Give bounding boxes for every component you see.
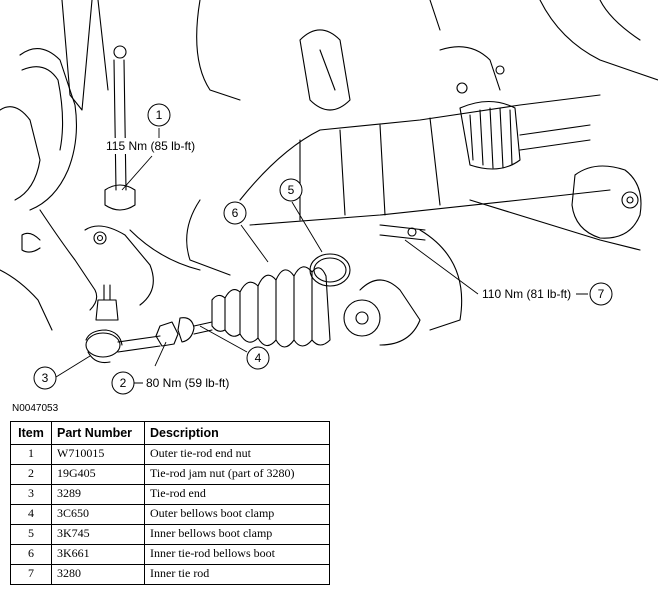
header-description: Description [144,421,330,445]
cell-description: Inner tie-rod bellows boot [144,544,330,565]
callout-3-leader [55,355,91,378]
cell-item: 7 [10,564,52,585]
callout-6-leader [240,224,269,263]
cell-description: Tie-rod jam nut (part of 3280) [144,464,330,485]
callout-3-number: 3 [42,371,49,385]
cell-part-number: 3C650 [51,504,145,525]
header-item: Item [10,421,52,445]
callout-7-number: 7 [598,287,605,301]
tie-rod-end [85,284,161,364]
callout-7-circle [589,282,613,306]
cell-part-number: 3289 [51,484,145,505]
callout-3-circle [33,366,57,390]
table-row: 4 3C650 Outer bellows boot clamp [10,504,330,525]
cell-description: Inner bellows boot clamp [144,524,330,545]
cell-part-number: 3K745 [51,524,145,545]
callout-7-leader [404,239,588,295]
parts-table: Item Part Number Description 1 W710015 O… [10,421,330,585]
bellows-boot [211,266,331,348]
callout-1-number: 1 [156,108,163,122]
table-row: 7 3280 Inner tie rod [10,564,330,585]
inner-boot-clamp [309,253,351,287]
cell-description: Tie-rod end [144,484,330,505]
callout-5-circle [279,178,303,202]
callout-5-leader [291,201,323,253]
callout-4-number: 4 [255,351,262,365]
callout-7-torque: 110 Nm (81 lb-ft) [482,287,571,301]
callout-2-number: 2 [120,376,127,390]
cell-part-number: W710015 [51,444,145,465]
jam-nut-and-clamp [155,317,213,347]
callout-4-circle [246,346,270,370]
steering-linkage-illustration: 1 2 3 4 5 6 7 115 Nm (85 lb-ft) 80 Nm (5… [0,0,658,395]
callout-2-torque: 80 Nm (59 lb-ft) [146,376,229,390]
figure-id: N0047053 [12,403,59,414]
cell-part-number: 19G405 [51,464,145,485]
callout-6-circle [223,201,247,225]
cell-part-number: 3280 [51,564,145,585]
cell-description: Outer bellows boot clamp [144,504,330,525]
callout-1-circle [147,103,171,127]
strut-assembly [0,0,154,331]
callout-6-number: 6 [232,206,239,220]
steering-gear-and-crossmember [129,0,658,346]
table-row: 1 W710015 Outer tie-rod end nut [10,444,330,465]
table-row: 2 19G405 Tie-rod jam nut (part of 3280) [10,464,330,485]
callout-4-leader [199,325,248,353]
cell-description: Inner tie rod [144,564,330,585]
callout-1-leader-lower [121,155,153,191]
table-row: 6 3K661 Inner tie-rod bellows boot [10,544,330,565]
callout-5-number: 5 [288,183,295,197]
table-row: 3 3289 Tie-rod end [10,484,330,505]
callout-1-torque: 115 Nm (85 lb-ft) [106,139,195,153]
callout-2-circle [111,371,135,395]
cell-item: 6 [10,544,52,565]
cell-item: 4 [10,504,52,525]
table-row: 5 3K745 Inner bellows boot clamp [10,524,330,545]
cell-part-number: 3K661 [51,544,145,565]
cell-item: 2 [10,464,52,485]
header-part-number: Part Number [51,421,145,445]
table-header-row: Item Part Number Description [10,421,330,445]
cell-description: Outer tie-rod end nut [144,444,330,465]
cell-item: 1 [10,444,52,465]
cell-item: 5 [10,524,52,545]
callout-2-leader [133,341,167,384]
cell-item: 3 [10,484,52,505]
